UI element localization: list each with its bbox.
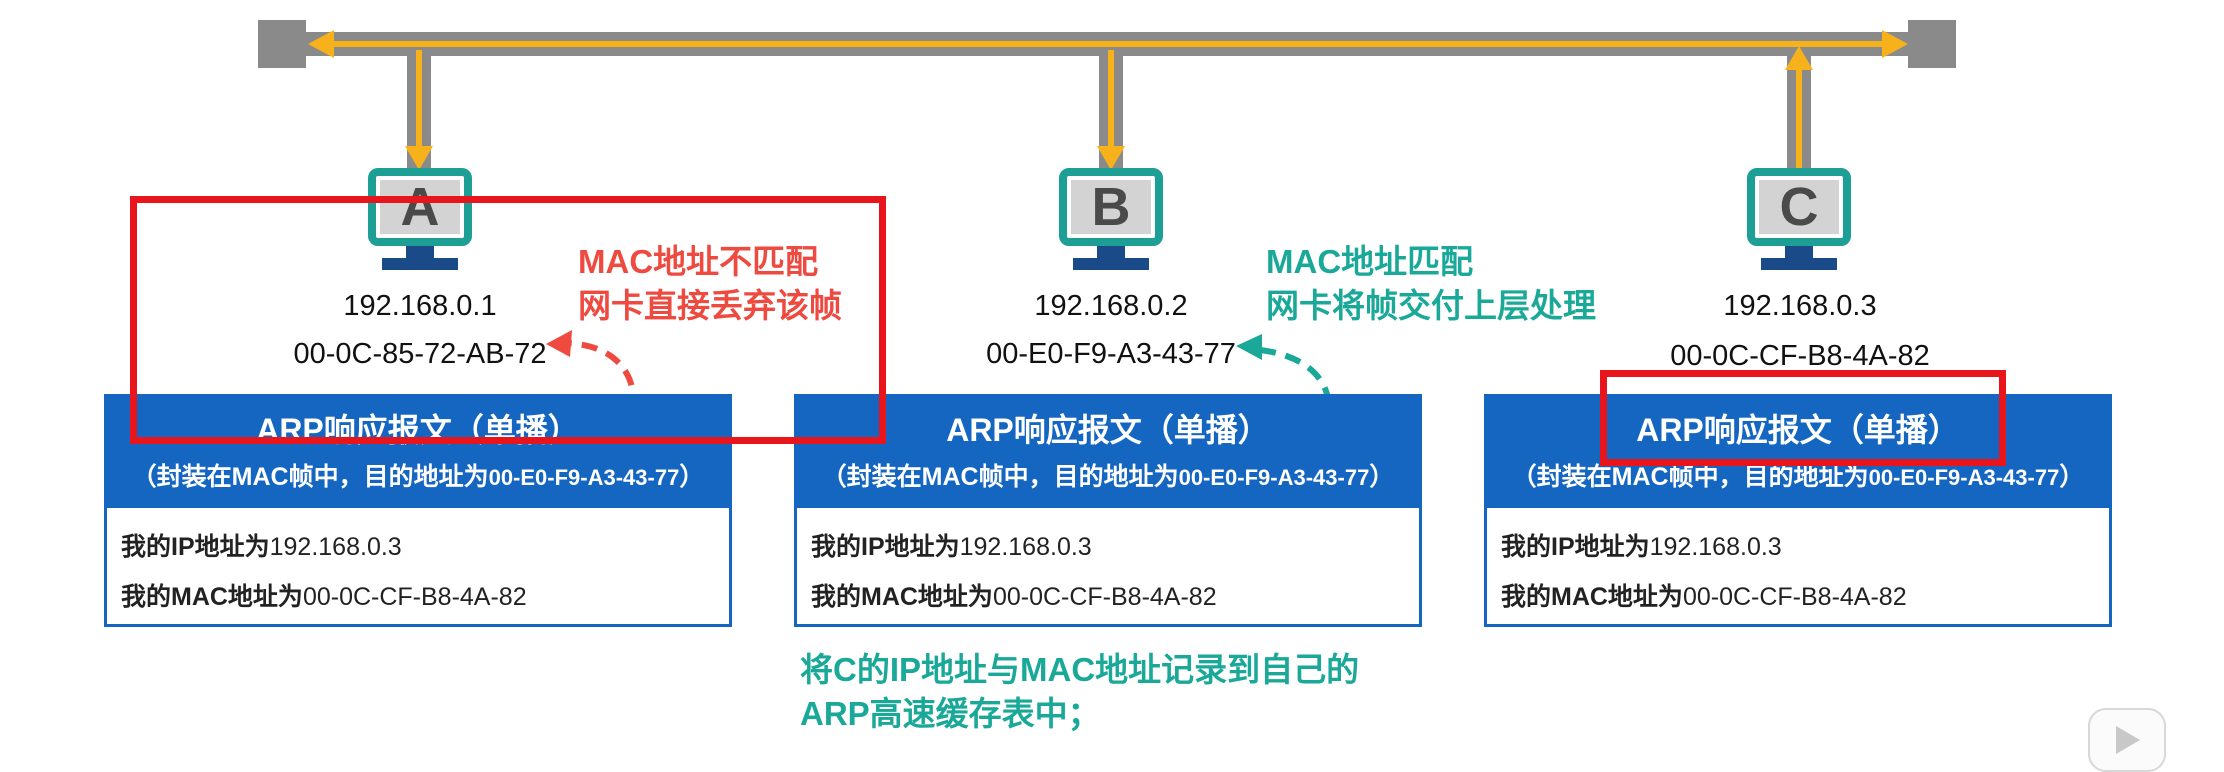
arp-response-box-b: ARP响应报文（单播） （封装在MAC帧中，目的地址为00-E0-F9-A3-4… <box>794 394 1422 627</box>
host-letter: B <box>1091 177 1131 237</box>
highlight-frame-box-c-title <box>1600 370 2006 466</box>
signal-arrow-right <box>1882 30 1908 58</box>
signal-arrow-down-b <box>1097 146 1125 170</box>
cache-update-line2: ARP高速缓存表中； <box>800 695 1101 732</box>
arp-box-mac-line: 我的MAC地址为00-0C-CF-B8-4A-82 <box>1501 583 1907 611</box>
monitor-icon-b <box>1059 168 1163 270</box>
arp-box-body: 我的IP地址为192.168.0.3 我的MAC地址为00-0C-CF-B8-4… <box>1487 508 2109 622</box>
arp-box-header: ARP响应报文（单播） （封装在MAC帧中，目的地址为00-E0-F9-A3-4… <box>797 397 1419 508</box>
reject-curve-arrow <box>564 340 637 460</box>
bus-terminator-left <box>258 20 306 68</box>
reject-arrow-head <box>546 330 572 357</box>
highlight-frame-host-a <box>130 196 886 444</box>
arp-response-box-c: ARP响应报文（单播） （封装在MAC帧中，目的地址为00-E0-F9-A3-4… <box>1484 394 2112 627</box>
arp-box-subtitle: （封装在MAC帧中，目的地址为00-E0-F9-A3-43-77） <box>1511 463 2085 491</box>
arp-box-mac-line: 我的MAC地址为00-0C-CF-B8-4A-82 <box>811 583 1217 611</box>
arp-box-ip-line: 我的IP地址为192.168.0.3 <box>121 533 402 561</box>
host-letter: C <box>1779 177 1819 237</box>
arp-box-ip-line: 我的IP地址为192.168.0.3 <box>811 533 1092 561</box>
host-b-ip: 192.168.0.2 <box>1034 290 1188 322</box>
monitor-icon-c <box>1747 168 1851 270</box>
arp-response-box-a: ARP响应报文（单播） （封装在MAC帧中，目的地址为00-E0-F9-A3-4… <box>104 394 732 627</box>
monitor-icon-a <box>368 168 472 270</box>
arp-box-body: 我的IP地址为192.168.0.3 我的MAC地址为00-0C-CF-B8-4… <box>797 508 1419 622</box>
mac-mismatch-line1: MAC地址不匹配 <box>578 243 819 280</box>
bus-terminator-right <box>1908 20 1956 68</box>
arp-box-title: ARP响应报文（单播） <box>1636 412 1960 448</box>
cache-update-note: 将C的IP地址与MAC地址记录到自己的 ARP高速缓存表中； <box>800 648 1359 736</box>
host-c-mac: 00-0C-CF-B8-4A-82 <box>1670 340 1930 372</box>
mac-match-note: MAC地址匹配 网卡将帧交付上层处理 <box>1266 240 1596 328</box>
host-c-ip: 192.168.0.3 <box>1723 290 1877 322</box>
host-a-mac: 00-0C-85-72-AB-72 <box>293 338 547 370</box>
signal-arrow-left <box>308 30 334 58</box>
play-icon <box>2116 726 2140 754</box>
mac-match-line2: 网卡将帧交付上层处理 <box>1266 287 1596 324</box>
arp-box-subtitle: （封装在MAC帧中，目的地址为00-E0-F9-A3-43-77） <box>131 463 705 491</box>
arp-box-header: ARP响应报文（单播） （封装在MAC帧中，目的地址为00-E0-F9-A3-4… <box>107 397 729 508</box>
arp-box-body: 我的IP地址为192.168.0.3 我的MAC地址为00-0C-CF-B8-4… <box>107 508 729 622</box>
arp-box-mac-line: 我的MAC地址为00-0C-CF-B8-4A-82 <box>121 583 527 611</box>
host-a-ip: 192.168.0.1 <box>343 290 497 322</box>
accept-arrow-head-top <box>1236 334 1262 360</box>
mac-mismatch-line2: 网卡直接丢弃该帧 <box>578 287 842 324</box>
arp-box-ip-line: 我的IP地址为192.168.0.3 <box>1501 533 1782 561</box>
cache-update-line1: 将C的IP地址与MAC地址记录到自己的 <box>800 651 1360 688</box>
host-b-mac: 00-E0-F9-A3-43-77 <box>986 338 1236 370</box>
mac-mismatch-note: MAC地址不匹配 网卡直接丢弃该帧 <box>578 240 842 328</box>
arp-box-title: ARP响应报文（单播） <box>946 412 1270 448</box>
arp-box-subtitle: （封装在MAC帧中，目的地址为00-E0-F9-A3-43-77） <box>821 463 1395 491</box>
signal-arrow-up-c <box>1785 46 1813 70</box>
host-letter: A <box>400 177 440 237</box>
play-button[interactable] <box>2088 708 2166 772</box>
signal-arrow-down-a <box>405 146 433 170</box>
mac-match-line1: MAC地址匹配 <box>1266 243 1474 280</box>
